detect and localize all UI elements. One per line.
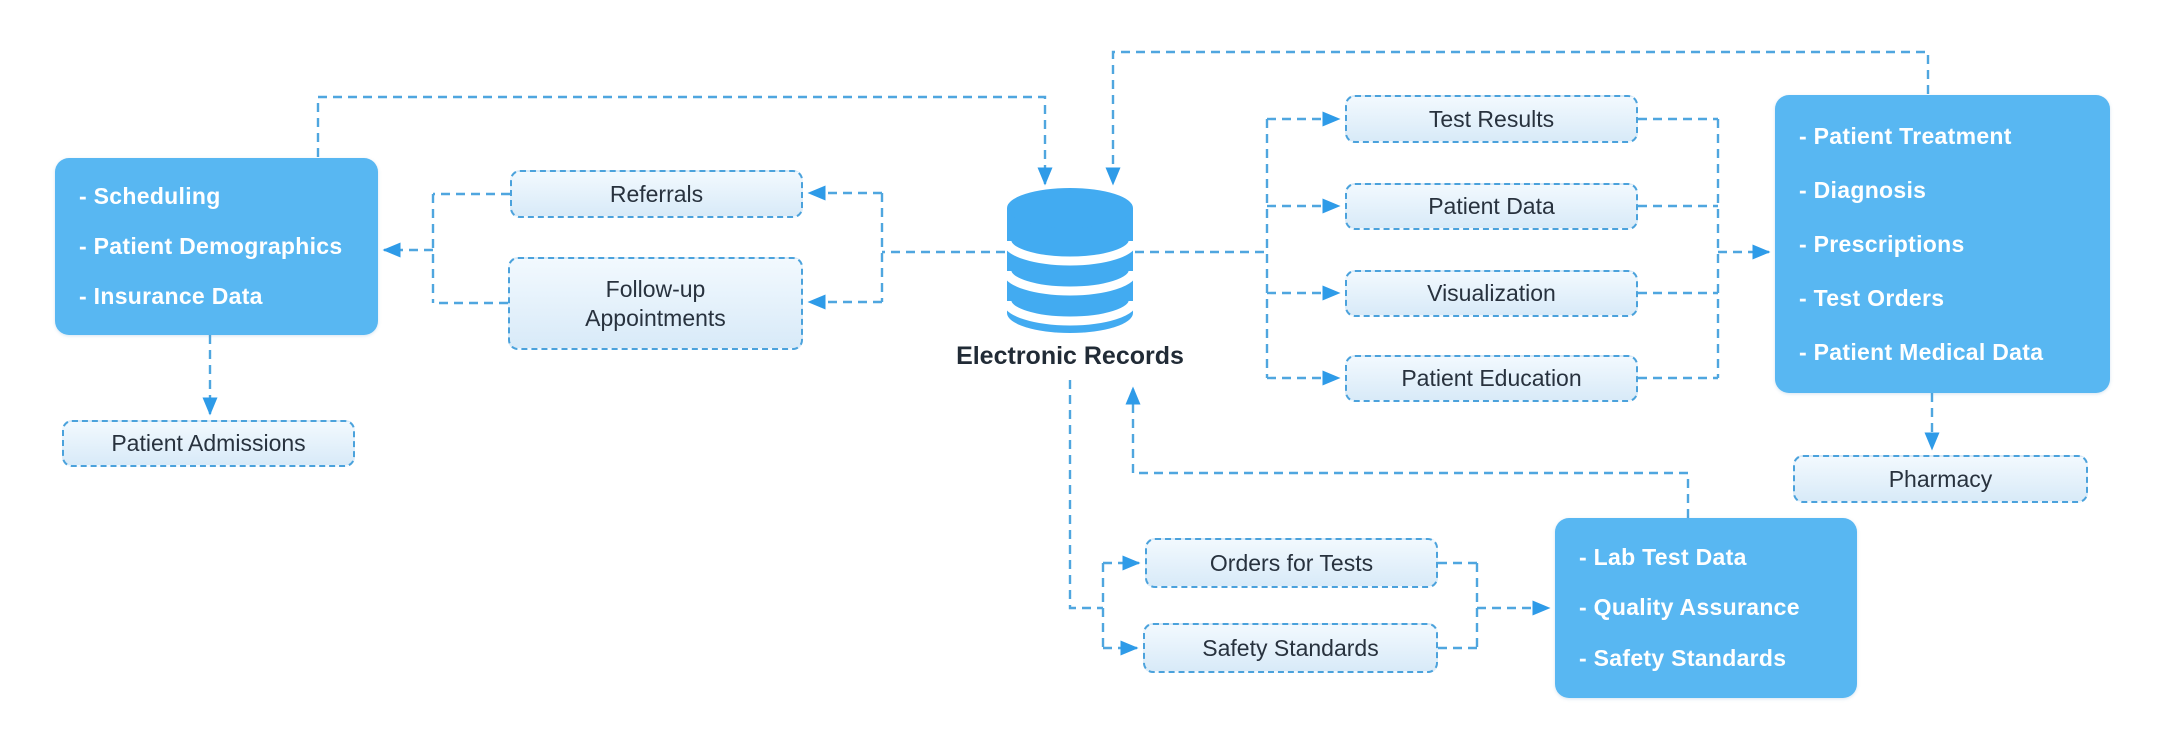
- patient-data-box: Patient Data: [1345, 183, 1638, 230]
- referrals-box: Referrals: [510, 170, 803, 218]
- lab-box: - Lab Test Data - Quality Assurance - Sa…: [1555, 518, 1857, 698]
- node-label: Orders for Tests: [1209, 549, 1374, 576]
- edge-clinical-to-db: [1105, 50, 1930, 186]
- orders-for-tests-box: Orders for Tests: [1145, 538, 1438, 588]
- database-icon: [1002, 188, 1138, 333]
- follow-up-appointments-box: Follow-up Appointments: [508, 257, 803, 350]
- safety-standards-box: Safety Standards: [1143, 623, 1438, 673]
- node-label: Visualization: [1427, 280, 1556, 307]
- list-item: - Insurance Data: [79, 282, 263, 309]
- node-label: Follow-up Appointments: [585, 275, 726, 331]
- patient-admissions-box: Patient Admissions: [62, 420, 355, 467]
- node-label: Pharmacy: [1888, 465, 1993, 492]
- cylinder-stripe: [1002, 270, 1138, 296]
- test-results-box: Test Results: [1345, 95, 1638, 143]
- clinical-box: - Patient Treatment - Diagnosis - Prescr…: [1775, 95, 2110, 393]
- cylinder-stripe: [1002, 300, 1138, 326]
- list-item: - Test Orders: [1799, 284, 1945, 311]
- database-label: Electronic Records: [956, 342, 1184, 370]
- list-item: - Patient Medical Data: [1799, 338, 2044, 365]
- patient-education-box: Patient Education: [1345, 355, 1638, 402]
- list-item: - Scheduling: [79, 183, 221, 210]
- pharmacy-box: Pharmacy: [1793, 455, 2088, 503]
- cylinder-stripe: [1002, 240, 1138, 266]
- node-label: Patient Admissions: [111, 430, 306, 457]
- list-item: - Safety Standards: [1579, 645, 1787, 672]
- list-item: - Diagnosis: [1799, 176, 1927, 203]
- list-item: - Patient Treatment: [1799, 122, 2012, 149]
- front-office-box: - Scheduling - Patient Demographics - In…: [55, 158, 378, 335]
- node-label: Safety Standards: [1202, 634, 1379, 661]
- list-item: - Quality Assurance: [1579, 594, 1800, 621]
- node-label: Patient Data: [1428, 193, 1555, 220]
- node-label: Patient Education: [1401, 365, 1582, 392]
- node-label: Referrals: [609, 180, 704, 207]
- list-item: - Patient Demographics: [79, 232, 343, 259]
- visualization-box: Visualization: [1345, 270, 1638, 317]
- edge-lab-to-db: [1125, 386, 1690, 518]
- list-item: - Prescriptions: [1799, 230, 1965, 257]
- list-item: - Lab Test Data: [1579, 543, 1747, 570]
- edge-db-down: [1068, 380, 1103, 610]
- edge-frontoffice-to-db: [316, 95, 1053, 186]
- node-label: Test Results: [1428, 105, 1555, 132]
